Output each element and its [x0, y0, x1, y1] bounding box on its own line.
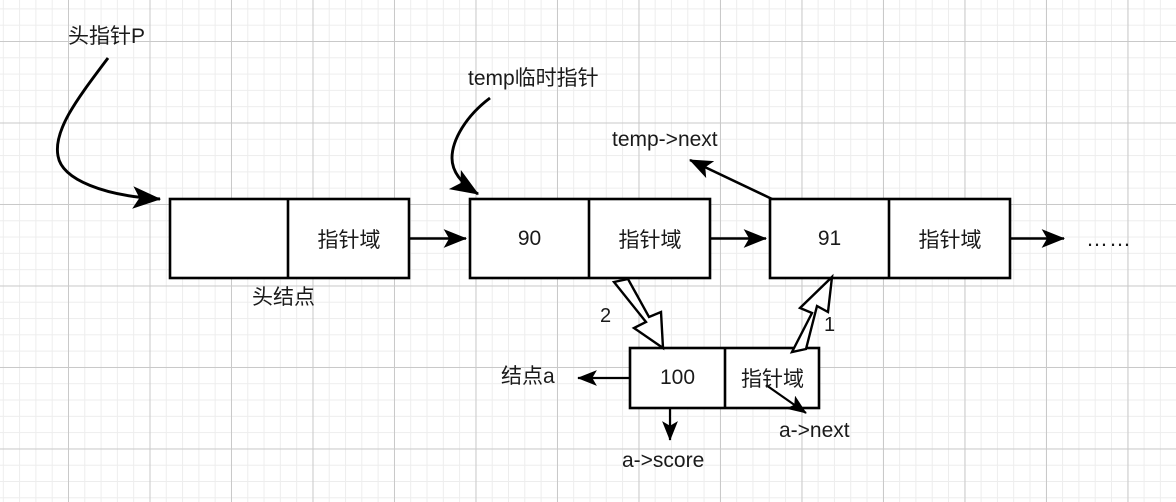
temp-pointer-arrow: [448, 96, 491, 196]
a-next-label: a->next: [779, 419, 850, 442]
a-next-arrow: [765, 384, 807, 414]
temp-pointer-label: temp临时指针: [468, 67, 599, 90]
head-pointer-arrow: [55, 57, 162, 209]
node-100-pointer-field: 指针域: [741, 368, 804, 391]
node-91-rect: [768, 197, 1012, 280]
step-1-block-arrow: [789, 273, 834, 354]
node-90-pointer-field: 指针域: [618, 228, 682, 252]
node-a-label: 结点a: [501, 365, 555, 388]
step-2-block-arrow: [611, 277, 665, 351]
temp-next-arrow: [689, 158, 773, 201]
node-91-data-field: 91: [817, 226, 842, 250]
head-node-pointer-field: 指针域: [317, 228, 381, 252]
step-2-label: 2: [600, 305, 612, 327]
node-head-rect: [168, 197, 411, 280]
continuation-ellipsis: ……: [1086, 226, 1132, 251]
head-node-data-field: [170, 199, 288, 278]
a-score-label: a->score: [622, 449, 705, 472]
head-node-caption: 头结点: [252, 286, 315, 309]
node-100-data-field: 100: [659, 366, 696, 389]
temp-next-label: temp->next: [612, 128, 718, 151]
node-91-pointer-field: 指针域: [918, 228, 982, 252]
node-90-data-field: 90: [517, 226, 542, 250]
step-1-label: 1: [824, 314, 836, 336]
node-90-rect: [468, 197, 712, 280]
head-pointer-label: 头指针P: [68, 25, 146, 48]
